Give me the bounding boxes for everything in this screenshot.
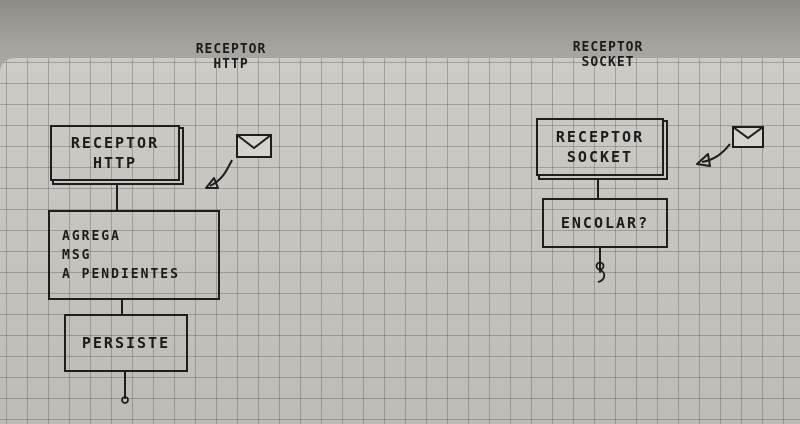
encolar-box: Encolar? [542, 198, 668, 248]
persiste-label: Persiste [81, 334, 171, 352]
receptor-http-line2: HTTP [92, 154, 138, 172]
right-header-line1: Receptor [572, 40, 644, 55]
receptor-socket-line2: Socket [566, 148, 634, 166]
left-header-line1: Receptor [195, 42, 267, 57]
curved-arrow-icon-right [701, 143, 731, 163]
encolar-label: Encolar? [560, 214, 650, 232]
curved-arrow-icon-left [209, 159, 233, 187]
agrega-line1: Agrega [62, 228, 121, 244]
agrega-line3: a pendientes [62, 266, 180, 282]
left-column-header: Receptor HTTP [176, 42, 286, 72]
receptor-socket-box: Receptor Socket [536, 118, 664, 176]
envelope-icon-right [732, 126, 764, 148]
receptor-socket-line1: Receptor [555, 128, 645, 146]
right-flow-end-marker [595, 261, 605, 271]
envelope-icon-left [236, 134, 272, 158]
right-header-line2: Socket [581, 55, 635, 70]
agrega-msg-box: Agrega msg a pendientes [48, 210, 220, 300]
agrega-line2: msg [62, 247, 92, 263]
left-flow-end-marker [121, 396, 129, 404]
receptor-http-line1: Receptor [70, 134, 160, 152]
receptor-http-box: Receptor HTTP [50, 125, 180, 181]
persiste-box: Persiste [64, 314, 188, 372]
right-column-header: Receptor Socket [558, 40, 658, 70]
left-header-line2: HTTP [213, 57, 249, 72]
